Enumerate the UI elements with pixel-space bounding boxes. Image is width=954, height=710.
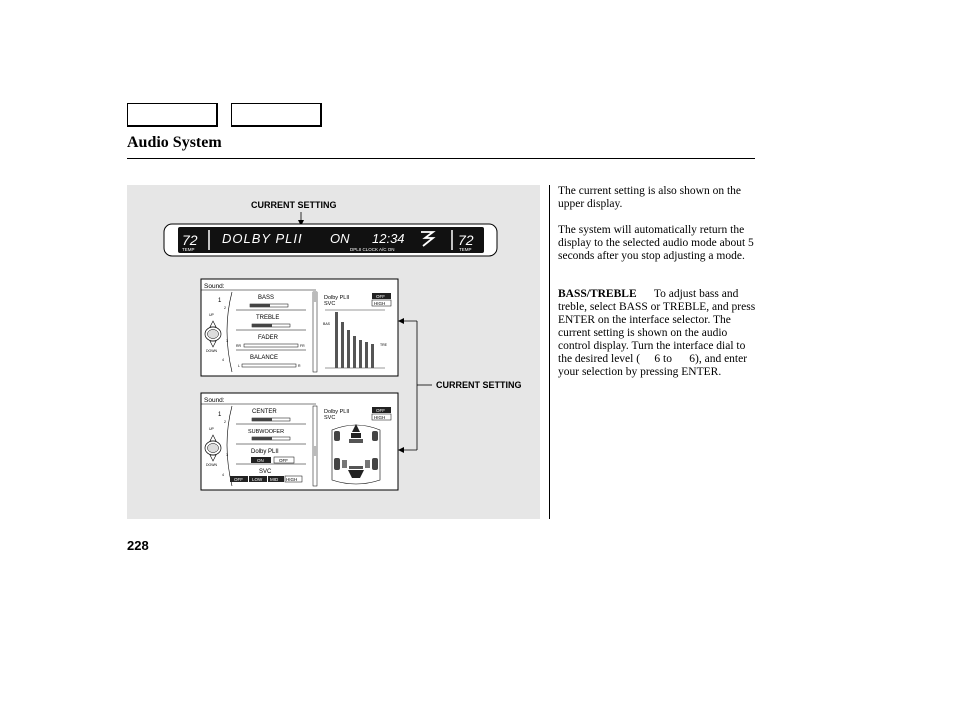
- page-number: 228: [127, 538, 149, 553]
- screen1-graph-right: TRE: [380, 343, 388, 347]
- screen1-right-subtitle: SVC: [324, 301, 335, 307]
- fan-icon: [421, 231, 436, 247]
- current-setting-leader: [398, 318, 432, 453]
- column-divider: [549, 185, 550, 519]
- surround-diagram-icon: [331, 424, 381, 485]
- title-rule: [127, 158, 755, 159]
- paragraph-auto-return: The system will automatically return the…: [558, 224, 754, 262]
- screen2-item-center: CENTER: [252, 409, 277, 415]
- screen2-svc-low: LOW: [252, 477, 263, 482]
- sound-screen-1: Sound: 1 UP DOWN 2 3 4 BASS TREBLE FADER…: [200, 278, 399, 377]
- screen2-dolby-off: OFF: [279, 458, 288, 463]
- screen2-item-dolby: Dolby PLII: [251, 449, 279, 455]
- screen1-balance-left: L: [238, 364, 240, 368]
- upper-temp-left-label: TEMP: [182, 247, 195, 252]
- screen1-balance-right: R: [298, 364, 301, 368]
- screen1-item-fader: FADER: [258, 335, 279, 341]
- page-title: Audio System: [127, 134, 222, 151]
- screen2-down: DOWN: [206, 463, 218, 467]
- screen2-item-svc: SVC: [259, 469, 272, 475]
- svg-text:4: 4: [222, 473, 224, 477]
- screen1-item-treble: TREBLE: [256, 315, 279, 321]
- screen1-right-title: Dolby PLII: [324, 295, 350, 301]
- screen1-down: DOWN: [206, 349, 218, 353]
- screen1-up: UP: [209, 313, 215, 317]
- sound-screen-2: Sound: 1 UP DOWN 2 3 4 CENTER SUBWOOFER …: [200, 392, 399, 491]
- screen1-fader-left: RR: [236, 344, 242, 348]
- screen1-fader-right: FR: [300, 344, 305, 348]
- screen2-svc-high: HIGH: [286, 477, 297, 482]
- screen2-dolby-on: ON: [257, 458, 264, 463]
- bass-treble-text: To adjust bass and treble, select BASS o…: [558, 288, 756, 378]
- screen1-eq-graph: [335, 312, 374, 368]
- upper-temp-right-label: TEMP: [459, 247, 472, 252]
- screen2-up: UP: [209, 427, 215, 431]
- screen1-item-balance: BALANCE: [250, 355, 278, 361]
- svg-text:2: 2: [224, 306, 226, 310]
- upper-display: 72 TEMP DOLBY PLII ON 12:34 DPLII CLOCK …: [163, 223, 498, 257]
- screen2-item-subwoofer: SUBWOOFER: [248, 429, 284, 435]
- upper-temp-left: 72: [182, 232, 198, 248]
- svg-text:3: 3: [226, 339, 228, 343]
- screen1-title: Sound:: [204, 283, 225, 290]
- screen2-badge-bottom: HIGH: [374, 415, 385, 420]
- screen2-right-title: Dolby PLII: [324, 409, 350, 415]
- current-setting-label-side: CURRENT SETTING: [436, 380, 522, 390]
- upper-sub-labels: DPLII CLOCK A/C ON: [350, 247, 395, 252]
- svg-text:2: 2: [224, 420, 226, 424]
- upper-clock-text: 12:34: [372, 231, 405, 246]
- screen2-title: Sound:: [204, 397, 225, 404]
- nav-tab-2[interactable]: [231, 103, 322, 127]
- nav-tab-1[interactable]: [127, 103, 218, 127]
- upper-status-text: ON: [330, 231, 350, 246]
- svg-text:4: 4: [222, 358, 224, 362]
- screen2-preset: 1: [218, 412, 222, 418]
- screen1-badge-top: OFF: [376, 294, 385, 299]
- screen2-right-subtitle: SVC: [324, 415, 335, 421]
- upper-temp-right: 72: [458, 232, 474, 248]
- screen1-preset: 1: [218, 298, 222, 304]
- screen2-svc-off: OFF: [234, 477, 243, 482]
- bass-treble-heading: BASS/TREBLE: [558, 288, 637, 300]
- upper-mode-text: DOLBY PLII: [222, 231, 303, 246]
- paragraph-bass-treble: BASS/TREBLE To adjust bass and treble, s…: [558, 288, 758, 379]
- screen1-badge-bottom: HIGH: [374, 301, 385, 306]
- screen1-item-bass: BASS: [258, 295, 274, 301]
- screen2-badge-top: OFF: [376, 408, 385, 413]
- current-setting-label-top: CURRENT SETTING: [251, 200, 337, 210]
- paragraph-upper-display: The current setting is also shown on the…: [558, 185, 742, 210]
- screen2-svc-mid: MID: [270, 477, 279, 482]
- screen1-graph-left: BAS: [323, 322, 331, 326]
- svg-text:3: 3: [226, 453, 228, 457]
